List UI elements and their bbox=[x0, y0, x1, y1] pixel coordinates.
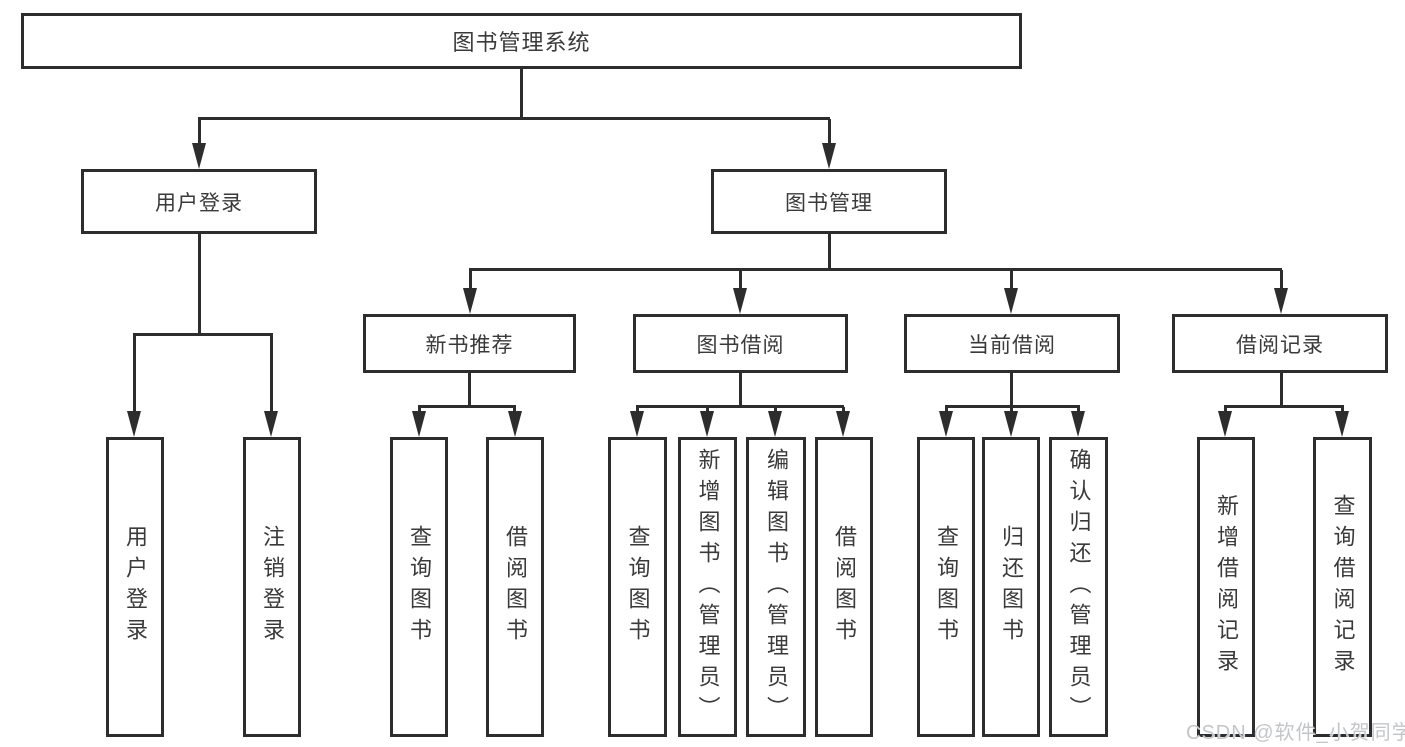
arrowhead-icon bbox=[192, 143, 206, 169]
connector-line bbox=[945, 407, 948, 414]
connector-line bbox=[1010, 407, 1013, 414]
node-label: 新书推荐 bbox=[425, 333, 514, 357]
node-label: 图书管理 bbox=[785, 191, 873, 215]
node-label: 借阅记录 bbox=[1236, 333, 1324, 357]
node-label: 当前借阅 bbox=[968, 333, 1056, 357]
arrowhead-icon bbox=[836, 411, 850, 437]
arrowhead-icon bbox=[1004, 411, 1018, 437]
arrowhead-icon bbox=[822, 143, 836, 169]
connector-line bbox=[1280, 270, 1283, 290]
connector-line bbox=[636, 405, 844, 408]
node-book-management: 图书管理 bbox=[711, 169, 947, 234]
arrowhead-icon bbox=[768, 411, 782, 437]
connector-line bbox=[133, 335, 136, 413]
node-user-login-leaf: 用户登录 bbox=[106, 437, 164, 737]
connector-line bbox=[828, 119, 831, 145]
arrowhead-icon bbox=[463, 288, 477, 314]
node-add-book-admin: 新增图书（管理员） bbox=[678, 437, 737, 737]
connector-line bbox=[1224, 405, 1344, 408]
node-library-system: 图书管理系统 bbox=[21, 13, 1022, 69]
connector-line bbox=[706, 407, 709, 414]
connector-line bbox=[270, 335, 273, 413]
connector-line bbox=[418, 405, 516, 408]
node-label: 查询借阅记录 bbox=[1330, 494, 1356, 680]
arrowhead-icon bbox=[1071, 411, 1085, 437]
node-edit-book-admin: 编辑图书（管理员） bbox=[746, 437, 806, 737]
connector-line bbox=[198, 119, 201, 145]
arrowhead-icon bbox=[1218, 411, 1232, 437]
arrowhead-icon bbox=[508, 411, 522, 437]
node-label: 编辑图书（管理员） bbox=[764, 447, 789, 727]
connector-line bbox=[198, 234, 201, 335]
node-query-borrow-record: 查询借阅记录 bbox=[1313, 437, 1372, 737]
node-logout: 注销登录 bbox=[243, 437, 301, 737]
connector-line bbox=[198, 117, 830, 120]
node-current-borrow: 当前借阅 bbox=[904, 314, 1120, 373]
node-label: 查询图书 bbox=[625, 525, 651, 649]
connector-line bbox=[828, 233, 831, 270]
node-book-borrow: 图书借阅 bbox=[633, 314, 848, 373]
node-label: 用户登录 bbox=[155, 191, 243, 215]
node-query-books: 查询图书 bbox=[390, 437, 448, 737]
node-label: 用户登录 bbox=[123, 525, 148, 649]
node-add-borrow-record: 新增借阅记录 bbox=[1197, 437, 1255, 737]
connector-line bbox=[133, 333, 273, 336]
connector-line bbox=[418, 407, 421, 414]
arrowhead-icon bbox=[939, 411, 953, 437]
arrowhead-icon bbox=[1335, 411, 1349, 437]
connector-line bbox=[520, 69, 523, 117]
connector-line bbox=[1280, 372, 1283, 406]
csdn-watermark: CSDN @软件_小贺同学 bbox=[1186, 722, 1405, 744]
node-query-books: 查询图书 bbox=[608, 437, 667, 737]
connector-line bbox=[774, 407, 777, 414]
arrowhead-icon bbox=[127, 411, 141, 437]
arrowhead-icon bbox=[733, 288, 747, 314]
connector-line bbox=[1010, 372, 1013, 406]
arrowhead-icon bbox=[1004, 288, 1018, 314]
node-user-login: 用户登录 bbox=[81, 169, 317, 234]
node-label: 图书借阅 bbox=[696, 333, 785, 357]
arrowhead-icon bbox=[264, 411, 278, 437]
arrowhead-icon bbox=[1274, 288, 1288, 314]
connector-line bbox=[469, 270, 472, 290]
node-label: 借阅图书 bbox=[503, 525, 528, 649]
connector-line bbox=[469, 268, 1282, 271]
connector-line bbox=[636, 407, 639, 414]
node-new-book-recommend: 新书推荐 bbox=[363, 314, 576, 373]
connector-line bbox=[1077, 407, 1080, 414]
arrowhead-icon bbox=[630, 411, 644, 437]
connector-line bbox=[842, 407, 845, 414]
connector-line bbox=[1010, 270, 1013, 290]
node-confirm-return-admin: 确认归还（管理员） bbox=[1049, 437, 1108, 737]
arrowhead-icon bbox=[700, 411, 714, 437]
node-borrow-books: 借阅图书 bbox=[815, 437, 873, 737]
node-label: 确认归还（管理员） bbox=[1066, 447, 1092, 727]
node-label: 注销登录 bbox=[260, 525, 285, 649]
node-label: 新增图书（管理员） bbox=[695, 447, 721, 727]
connector-line bbox=[1341, 407, 1344, 414]
connector-line bbox=[468, 372, 471, 406]
connector-line bbox=[945, 405, 1080, 408]
node-borrow-books: 借阅图书 bbox=[486, 437, 544, 737]
node-label: 归还图书 bbox=[999, 525, 1024, 649]
connector-line bbox=[739, 270, 742, 290]
node-return-books: 归还图书 bbox=[982, 437, 1040, 737]
node-label: 查询图书 bbox=[407, 525, 432, 649]
node-label: 图书管理系统 bbox=[452, 30, 591, 55]
arrowhead-icon bbox=[412, 411, 426, 437]
node-query-books: 查询图书 bbox=[917, 437, 975, 737]
connector-line bbox=[739, 372, 742, 406]
connector-line bbox=[1224, 407, 1227, 414]
node-borrow-records: 借阅记录 bbox=[1172, 314, 1388, 373]
node-label: 借阅图书 bbox=[832, 525, 857, 649]
node-label: 查询图书 bbox=[934, 525, 959, 649]
node-label: 新增借阅记录 bbox=[1214, 494, 1239, 680]
connector-line bbox=[513, 407, 516, 414]
